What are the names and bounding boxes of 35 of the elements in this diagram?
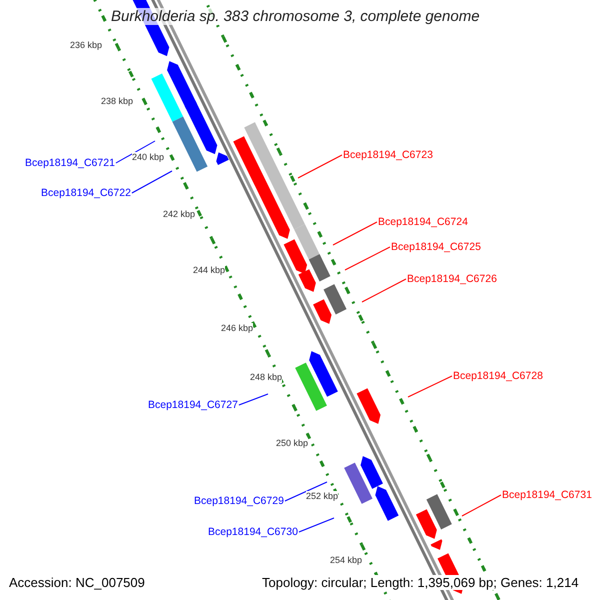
gene-label: Bcep18194_C6726 bbox=[407, 273, 497, 285]
scale-label: 242 kbp bbox=[163, 209, 196, 220]
gene-label: Bcep18194_C6729 bbox=[194, 495, 284, 507]
leader-line bbox=[332, 222, 378, 246]
scale-label: 252 kbp bbox=[306, 491, 338, 502]
gene-label: Bcep18194_C6728 bbox=[453, 370, 543, 382]
scale-label: 240 kbp bbox=[132, 152, 164, 163]
scale-label: 250 kbp bbox=[276, 438, 308, 449]
gene-label: Bcep18194_C6727 bbox=[148, 399, 238, 411]
leader-line bbox=[362, 278, 406, 302]
footer-text: Accession: NC_007509 bbox=[9, 575, 145, 590]
scale-label: 246 kbp bbox=[221, 323, 254, 334]
gene-label: Bcep18194_C6725 bbox=[391, 241, 481, 253]
leader-line bbox=[462, 494, 502, 516]
leader-line bbox=[131, 170, 172, 194]
gene-label: Bcep18194_C6721 bbox=[25, 157, 115, 169]
leader-line bbox=[238, 394, 268, 406]
scale-label: 254 kbp bbox=[330, 555, 362, 566]
leader-line bbox=[298, 518, 334, 532]
gene-label: Bcep18194_C6723 bbox=[343, 149, 433, 161]
title: Burkholderia sp. 383 chromosome 3, complete genome bbox=[109, 8, 482, 25]
leader-line bbox=[344, 246, 390, 270]
leader-line bbox=[408, 376, 452, 398]
gene-label: Bcep18194_C6731 bbox=[502, 489, 592, 501]
gene-label: Bcep18194_C6724 bbox=[378, 216, 468, 228]
scale-label: 248 kbp bbox=[250, 372, 282, 383]
gene-label: Bcep18194_C6730 bbox=[208, 526, 298, 538]
scale-label: 236 kbp bbox=[70, 40, 102, 51]
gene-label: Bcep18194_C6722 bbox=[41, 187, 131, 199]
leader-line bbox=[115, 140, 156, 164]
scale-label: 238 kbp bbox=[101, 96, 134, 107]
leader-line bbox=[298, 154, 342, 178]
footer-text: Topology: circular; Length: 1,395,069 bp; Genes: 1,214 bbox=[260, 575, 579, 590]
scale-label: 244 kbp bbox=[193, 265, 226, 276]
leader-line bbox=[284, 482, 328, 502]
